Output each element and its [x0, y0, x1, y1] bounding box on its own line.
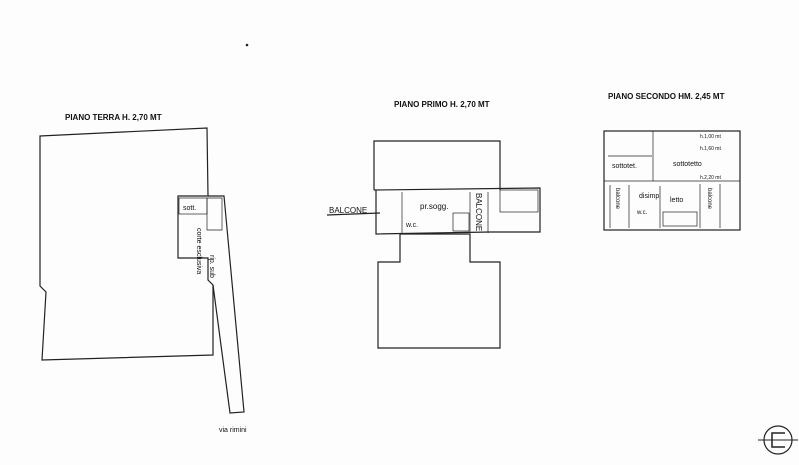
first-floor-middle [373, 187, 541, 235]
disimp-label: disimp [639, 193, 659, 200]
stair [499, 189, 539, 213]
second-floor-title: PIANO SECONDO HM. 2,45 MT [608, 92, 725, 101]
first-floor-title: PIANO PRIMO H. 2,70 MT [394, 100, 490, 109]
height-3: h.2,20 mt [700, 175, 721, 181]
plan-ground-floor: sott. corte esclusiva rip. sub via rimin… [39, 113, 247, 434]
height-2: h.1,60 mt [700, 146, 721, 152]
ground-floor-title: PIANO TERRA H. 2,70 MT [65, 113, 162, 122]
ground-floor-outline [39, 127, 214, 361]
plan-first-floor: BALCONE pr.sogg. w.c. BALCONE PIANO PRIM… [326, 100, 541, 349]
rip-label: rip. sub [208, 255, 215, 278]
corte-label: corte esclusiva [195, 228, 202, 274]
sott-label: sott. [183, 205, 196, 212]
balcone-right-label: BALCONE [474, 193, 483, 231]
sottotetto-label: sottotetto [673, 161, 702, 168]
balcone-left-label: balcone [614, 188, 620, 210]
sottotet-label: sottotet. [612, 163, 637, 170]
second-floor-outline [603, 130, 741, 231]
street-label: via rimini [219, 427, 247, 434]
balcone-left-label: BALCONE [329, 206, 367, 215]
wc-label: w.c. [405, 222, 418, 229]
first-floor-lower [377, 233, 501, 349]
plan-second-floor: h.1,00 mt h.1,60 mt h.2,20 mt sottotet. … [603, 92, 741, 231]
stair [206, 197, 223, 231]
balcone-right-label: balcone [706, 188, 712, 210]
via-rimini-strip [208, 195, 245, 414]
letto-label: letto [670, 197, 683, 204]
stamp-icon [758, 425, 798, 455]
stair [662, 211, 698, 227]
soggiorno-label: pr.sogg. [420, 202, 448, 211]
first-floor-upper [373, 140, 501, 190]
wc-label: w.c. [636, 210, 648, 216]
height-1: h.1,00 mt [700, 134, 721, 140]
